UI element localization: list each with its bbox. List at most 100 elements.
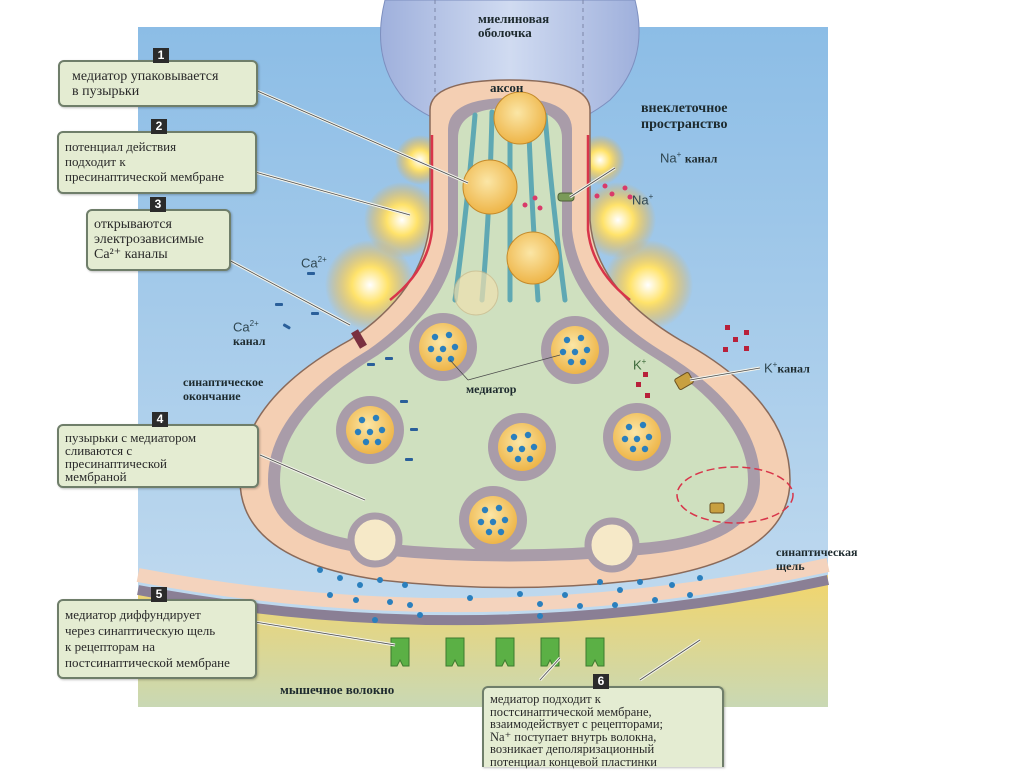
mediator-dot [526,455,534,463]
synaptic-vesicle [336,396,404,464]
mediator-dot [353,597,359,603]
mediator-dot [337,575,343,581]
mediator-dot [518,445,526,453]
mediator-dot [377,577,383,583]
mediator-dot [577,334,585,342]
mediator-dot [407,602,413,608]
mediator-dot [439,345,447,353]
mediator-dot [378,426,386,434]
mediator-dot [597,579,603,585]
mediator-dot [357,582,363,588]
ca-ion-label: Ca2+ [301,255,327,271]
callout-number: 3 [150,197,166,212]
mediator-dot [617,587,623,593]
ca-channel-label: Ca2+канал [233,319,266,349]
synaptic-vesicles [336,313,671,573]
mediator-dot [524,431,532,439]
na-channel-label: Na+ канал [660,150,718,166]
mediator-dot [559,348,567,356]
mediator-molecules [317,567,703,623]
na-ions [522,183,633,211]
mediator-dot [669,582,675,588]
mediator-dot [629,445,637,453]
mediator-dot [633,435,641,443]
callout-number: 2 [151,119,167,134]
mediator-dot [697,575,703,581]
k-ion-label: K+ [633,357,647,373]
synaptic-vesicle [603,403,671,471]
postsynaptic-membrane-top [136,558,830,613]
mediator-dot [374,438,382,446]
mediator-dot [317,567,323,573]
mediator-dot [445,331,453,339]
callout-number: 4 [152,412,168,427]
mediator-dot [489,518,497,526]
mediator-dot [612,602,618,608]
mediator-dot [506,445,514,453]
mediator-dot [510,433,518,441]
k-ions [636,325,749,398]
mediator-dot [501,516,509,524]
receptors [390,637,605,667]
mediator-dot [530,443,538,451]
ca-channel [351,329,367,349]
mediator-dot [387,599,393,605]
mediator-dot [562,592,568,598]
callout-number: 6 [593,674,609,689]
mediator-dot [495,504,503,512]
mediator-dot [435,355,443,363]
mediator-dot [477,518,485,526]
mediator-dot [579,358,587,366]
mediator-dot [625,423,633,431]
mediator-dot [652,597,658,603]
mediator-dot [431,333,439,341]
mediator-dot [571,348,579,356]
receptor [390,637,410,667]
mediator-dot [497,528,505,536]
mediator-dot [354,428,362,436]
fusing-vesicle-body [584,517,640,573]
receptor [585,637,605,667]
mediator-dot [427,345,435,353]
mediator-dot [481,506,489,514]
axon-label: аксон [490,80,524,95]
mediator-dot [366,428,374,436]
mediator-dot [358,416,366,424]
receptor [495,637,515,667]
mediator-label: медиатор [466,382,517,396]
mediator-dot [402,582,408,588]
axon-vesicles [453,91,560,316]
mediator-dot [645,433,653,441]
fusing-vesicle [584,517,640,573]
synaptic-vesicle [541,316,609,384]
mediator-dot [467,595,473,601]
k-channel-label: K+канал [764,360,810,376]
mediator-dot [637,579,643,585]
mediator-dot [639,421,647,429]
fusing-vesicle-body [347,512,403,568]
mediator-dot [537,613,543,619]
current-loop [676,466,794,524]
mediator-dot [537,601,543,607]
mediator-dot [563,336,571,344]
receptor [540,637,560,667]
action-potential-arrows [389,135,631,301]
muscle-fiber-label: мышечное волокно [280,682,395,697]
mediator-dot [641,445,649,453]
k-channel [674,372,694,390]
synaptic-vesicle [459,486,527,554]
na-ion-label: Na+ [632,192,654,208]
mediator-dot [514,455,522,463]
callout-number: 5 [151,587,167,602]
mediator-dot [372,617,378,623]
